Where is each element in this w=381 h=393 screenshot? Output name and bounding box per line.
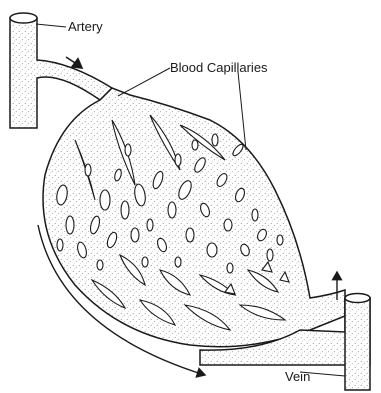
- capillaries-label: Blood Capillaries: [170, 61, 268, 74]
- artery-label: Artery: [68, 20, 103, 33]
- vein-label: Vein: [285, 370, 310, 383]
